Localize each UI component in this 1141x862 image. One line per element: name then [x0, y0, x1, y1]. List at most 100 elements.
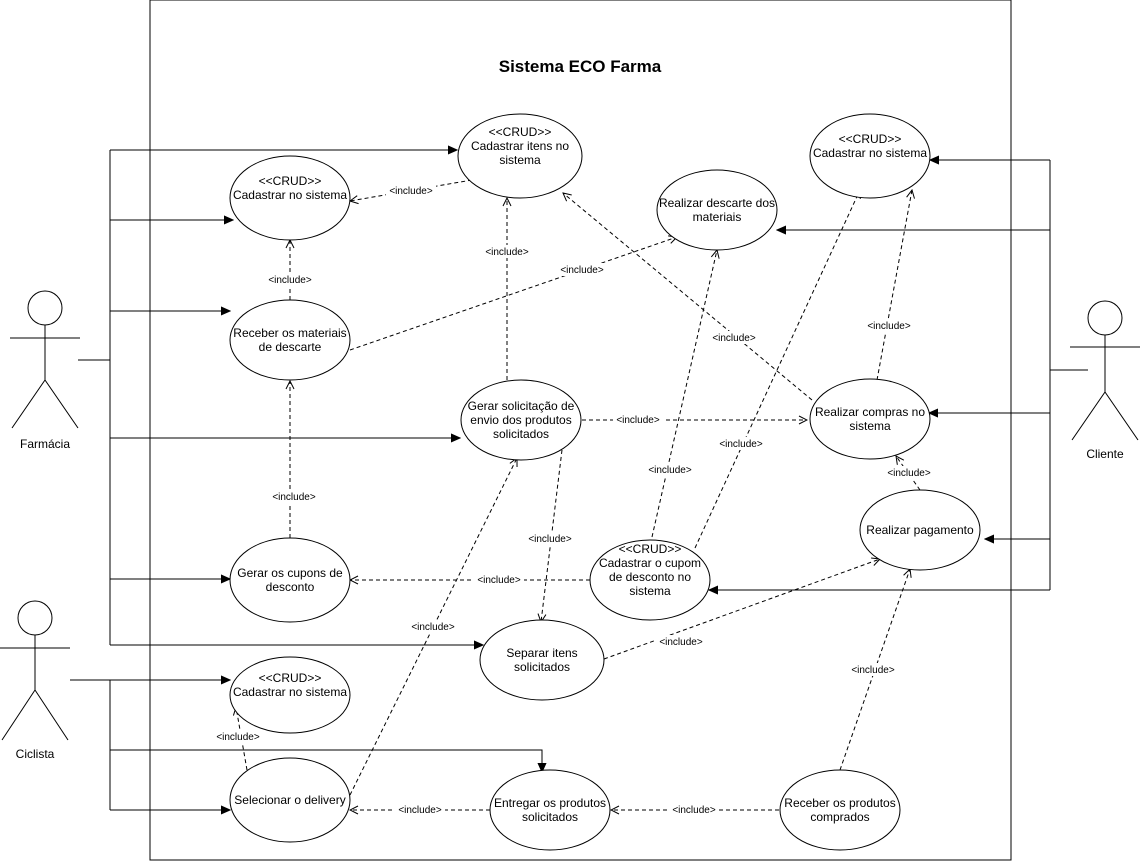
- use-case-label: Cadastrar o cupom: [599, 556, 701, 570]
- actor-farmacia-label: Farmácia: [20, 437, 70, 451]
- include-cupom-cli-cadastrar: [694, 190, 860, 549]
- use-case-cli-cadastrar[interactable]: <<CRUD>>Cadastrar no sistema: [809, 113, 931, 199]
- include-label: <include>: [408, 620, 458, 633]
- include-label: <include>: [848, 663, 898, 676]
- include-receber-materiais-descarte: [349, 237, 677, 351]
- use-case-label: Realizar pagamento: [866, 523, 974, 537]
- include-compras-cadastrar-itens: [563, 193, 813, 401]
- associations: [70, 150, 1088, 810]
- use-case-realizar-pagamento[interactable]: Realizar pagamento: [859, 489, 981, 571]
- include-label: <include>: [613, 413, 663, 426]
- use-case-label: de descarte: [259, 340, 322, 354]
- use-case-label: materiais: [693, 210, 742, 224]
- use-case-label: Receber os produtos: [784, 796, 895, 810]
- include-label: <include>: [386, 184, 436, 197]
- svg-text:<include>: <include>: [659, 637, 703, 648]
- assoc-ciclista-bus: [70, 679, 111, 810]
- svg-text:<include>: <include>: [477, 575, 521, 586]
- system-boundary: [149, 0, 1012, 861]
- use-case-label: desconto: [266, 580, 315, 594]
- svg-text:<include>: <include>: [389, 186, 433, 197]
- use-case-label: Gerar solicitação de: [468, 399, 575, 413]
- use-case-label: solicitados: [493, 427, 549, 441]
- include-label: <include>: [269, 490, 319, 503]
- assoc-farmacia-bus: [78, 150, 111, 645]
- actor-ciclista[interactable]: Ciclista: [0, 600, 70, 761]
- use-case-label: sistema: [849, 419, 891, 433]
- use-case-label: Selecionar o delivery: [234, 793, 345, 807]
- actor-farmacia[interactable]: Farmácia: [10, 290, 80, 451]
- include-label: <include>: [557, 263, 607, 276]
- assoc-ciclista-entregar: [110, 749, 542, 772]
- use-case-label: Cadastrar itens no: [471, 139, 569, 153]
- assoc-cliente-bus: [1049, 160, 1088, 590]
- svg-text:<include>: <include>: [719, 439, 763, 450]
- use-case-label: Realizar compras no: [815, 405, 925, 419]
- svg-text:<include>: <include>: [528, 534, 572, 545]
- svg-text:<include>: <include>: [851, 665, 895, 676]
- svg-text:<include>: <include>: [648, 465, 692, 476]
- actor-cliente-label: Cliente: [1086, 447, 1124, 461]
- actor-cliente[interactable]: Cliente: [1070, 300, 1140, 461]
- system-title: Sistema ECO Farma: [499, 57, 662, 76]
- use-case-label: solicitados: [514, 660, 570, 674]
- use-case-selecionar-delivery[interactable]: Selecionar o delivery: [229, 757, 351, 843]
- include-label: <include>: [656, 635, 706, 648]
- svg-text:<include>: <include>: [616, 415, 660, 426]
- include-compras-cli-cadastrar: [876, 190, 912, 381]
- use-case-label: de desconto no: [609, 570, 691, 584]
- svg-text:<include>: <include>: [867, 321, 911, 332]
- include-label: <include>: [669, 803, 719, 816]
- svg-text:<include>: <include>: [672, 805, 716, 816]
- use-case-label: Realizar descarte dos: [659, 196, 775, 210]
- actor-ciclista-label: Ciclista: [16, 747, 55, 761]
- include-label: <include>: [474, 573, 524, 586]
- use-case-label: Separar itens: [506, 646, 577, 660]
- svg-text:<include>: <include>: [560, 265, 604, 276]
- use-case-label: Entregar os produtos: [494, 796, 606, 810]
- svg-text:<include>: <include>: [272, 492, 316, 503]
- use-case-stereotype: <<CRUD>>: [259, 671, 322, 685]
- svg-text:<include>: <include>: [712, 333, 756, 344]
- use-case-label: envio dos produtos: [470, 413, 571, 427]
- use-case-stereotype: <<CRUD>>: [259, 174, 322, 188]
- include-labels: <include> <include> <include> <include> …: [213, 184, 934, 816]
- use-case-label: sistema: [629, 584, 671, 598]
- use-case-label: Cadastrar no sistema: [233, 188, 347, 202]
- include-label: <include>: [482, 245, 532, 258]
- svg-text:<include>: <include>: [485, 247, 529, 258]
- use-case-label: solicitados: [522, 810, 578, 824]
- use-case-label: comprados: [810, 810, 869, 824]
- use-case-stereotype: <<CRUD>>: [489, 125, 552, 139]
- include-label: <include>: [525, 532, 575, 545]
- use-case-label: Gerar os cupons de: [237, 566, 343, 580]
- include-label: <include>: [864, 319, 914, 332]
- include-label: <include>: [716, 437, 766, 450]
- include-label: <include>: [709, 331, 759, 344]
- svg-text:<include>: <include>: [398, 805, 442, 816]
- use-case-stereotype: <<CRUD>>: [619, 542, 682, 556]
- include-label: <include>: [213, 730, 263, 743]
- svg-text:<include>: <include>: [216, 732, 260, 743]
- use-case-label: Receber os materiais: [233, 326, 346, 340]
- svg-text:<include>: <include>: [411, 622, 455, 633]
- include-label: <include>: [395, 803, 445, 816]
- include-label: <include>: [645, 463, 695, 476]
- use-case-farm-cadastrar[interactable]: <<CRUD>>Cadastrar no sistema: [229, 155, 351, 241]
- use-case-label: Cadastrar no sistema: [233, 685, 347, 699]
- use-case-cic-cadastrar[interactable]: <<CRUD>>Cadastrar no sistema: [229, 656, 351, 734]
- use-case-label: Cadastrar no sistema: [813, 146, 927, 160]
- include-label: <include>: [265, 273, 315, 286]
- use-case-label: sistema: [499, 153, 541, 167]
- include-cupom-descarte: [651, 250, 717, 538]
